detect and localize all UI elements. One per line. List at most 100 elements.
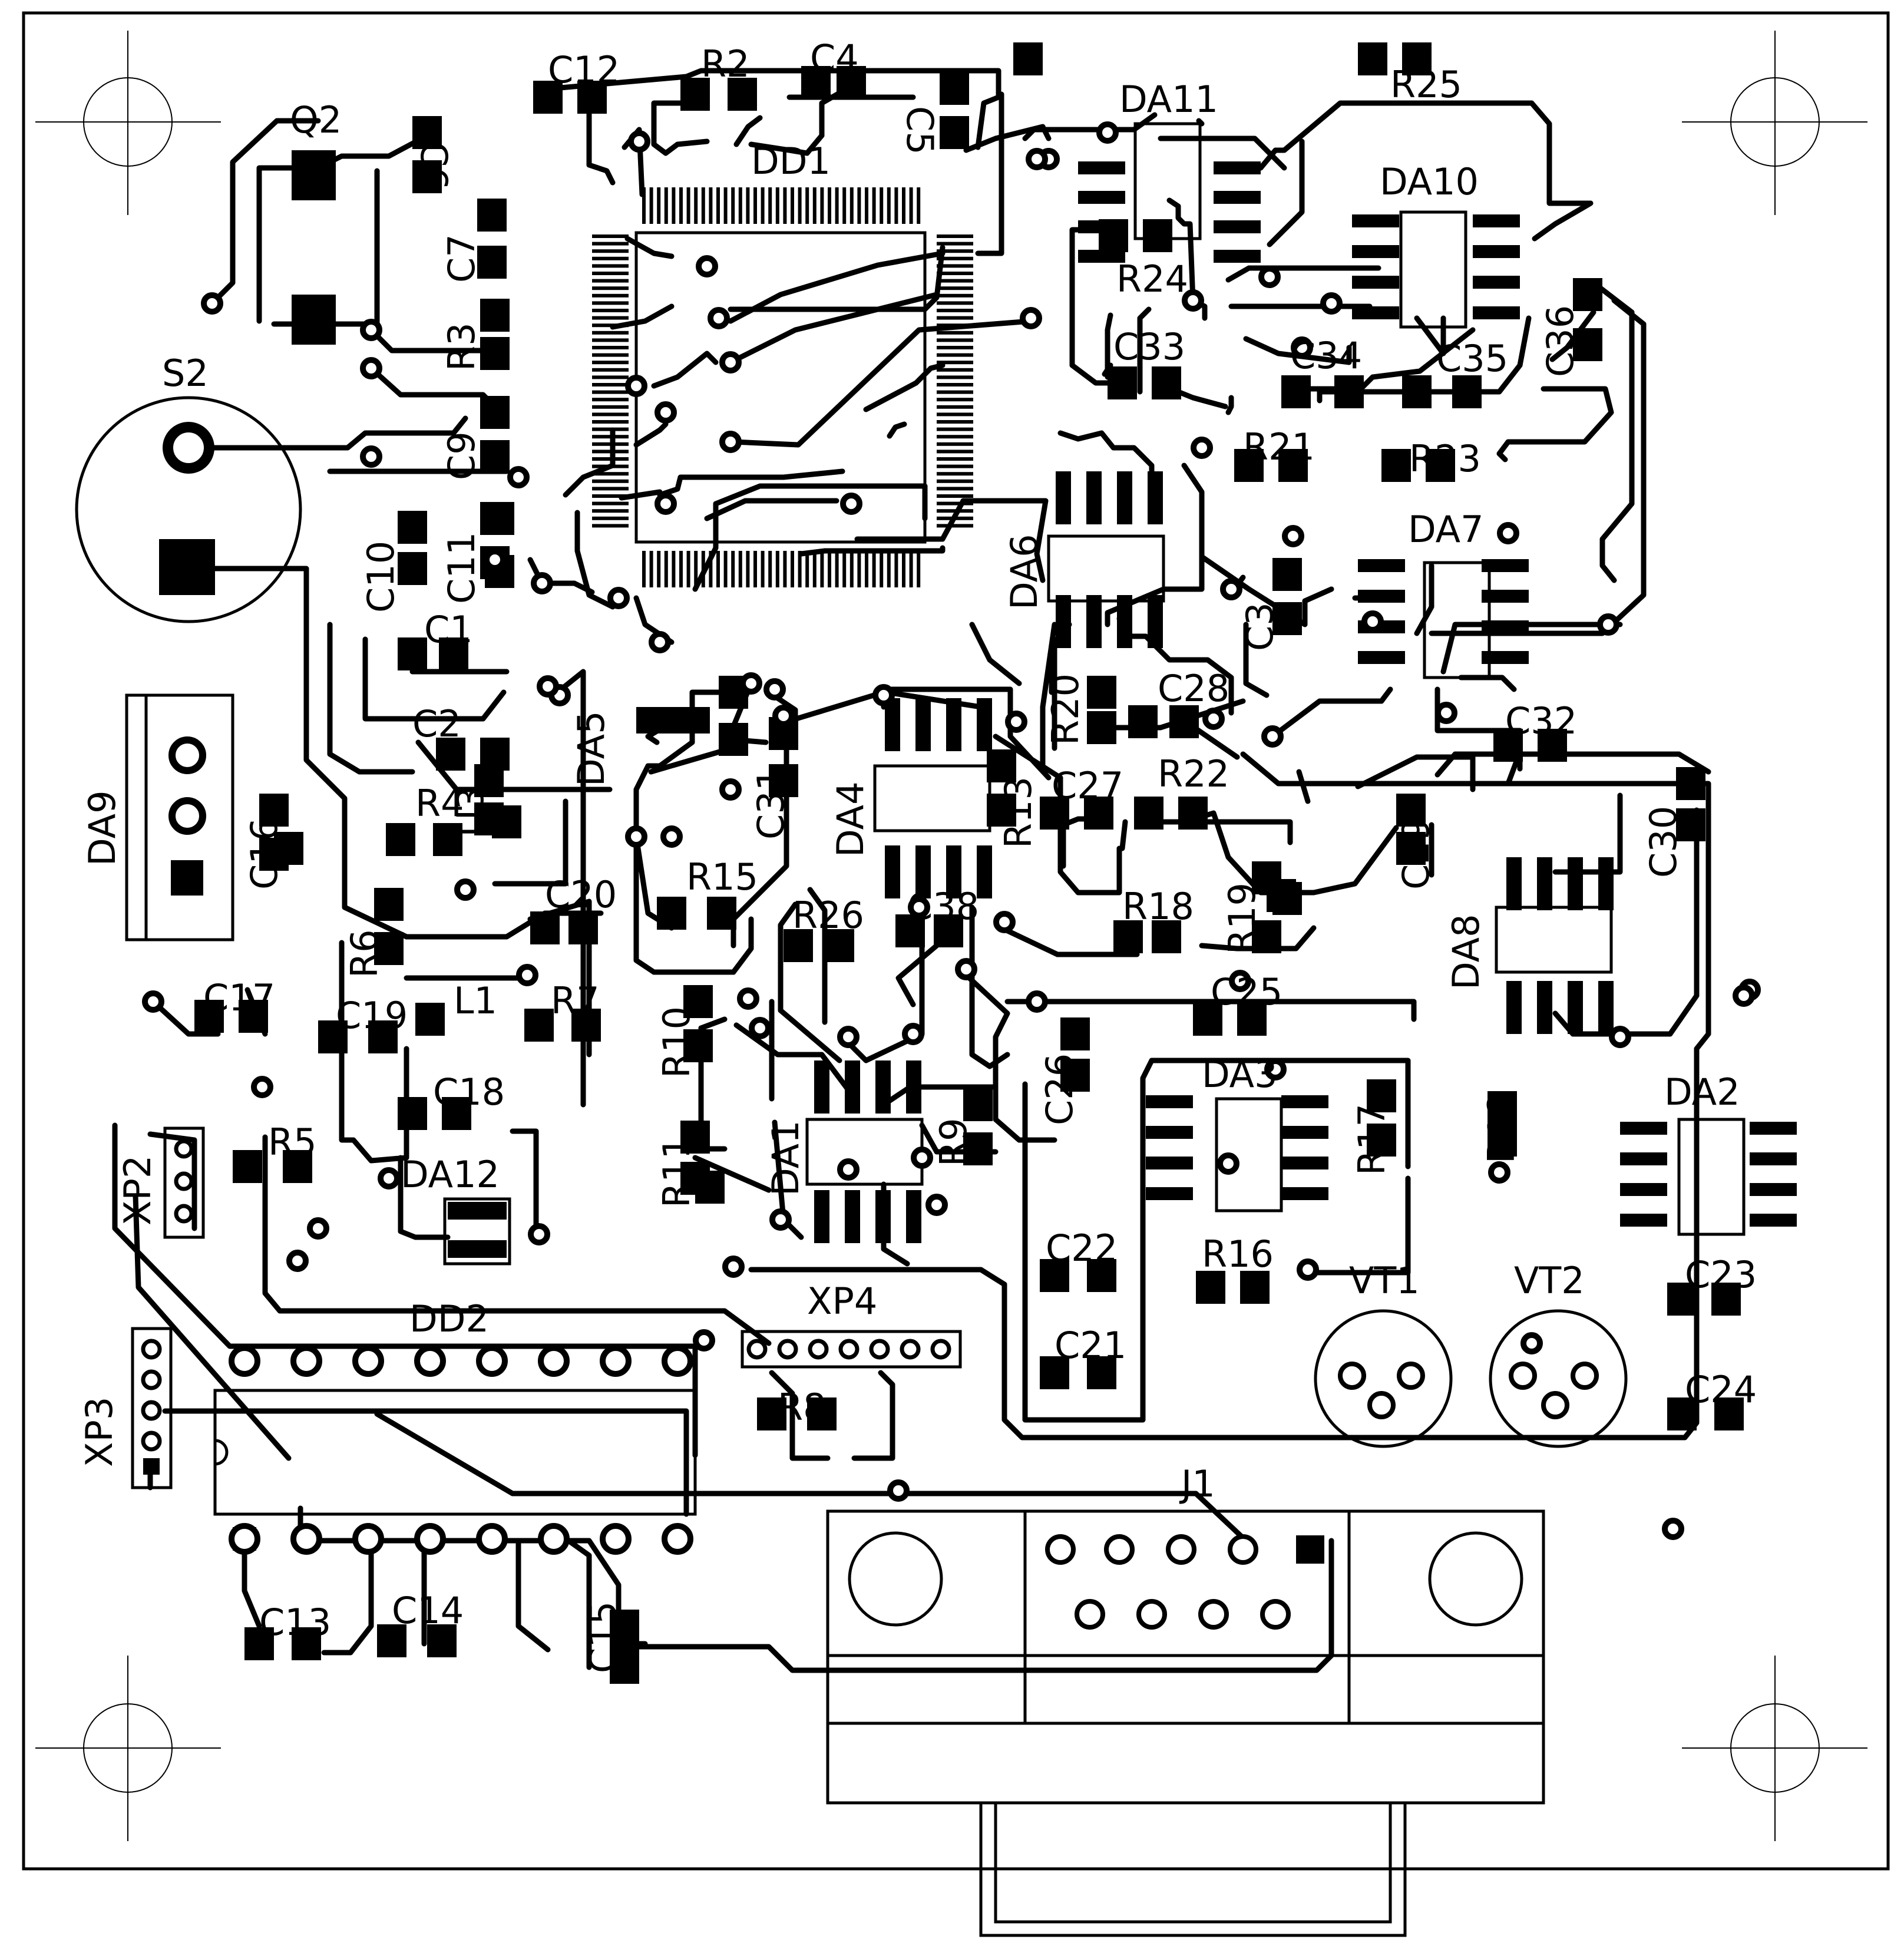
via xyxy=(696,255,718,277)
label-R8: R8 xyxy=(778,1386,827,1429)
qfp-pin xyxy=(592,479,629,483)
qfp-pin xyxy=(937,420,973,424)
q2-pad xyxy=(292,295,336,345)
smd-pad xyxy=(1334,375,1364,408)
smd-pad xyxy=(707,897,736,930)
via xyxy=(1005,711,1027,733)
qfp-pin xyxy=(592,353,629,357)
label-C25: C25 xyxy=(1211,970,1282,1013)
soic-pin xyxy=(1482,651,1529,664)
to220-pin xyxy=(168,797,206,835)
qfp-pin xyxy=(686,551,690,587)
qfp-pin xyxy=(917,187,921,224)
qfp-pin xyxy=(937,361,973,365)
via xyxy=(740,672,762,695)
label-DD2: DD2 xyxy=(409,1297,489,1340)
qfp-pin xyxy=(709,551,713,587)
soic-pin xyxy=(1537,981,1552,1034)
qfp-pin xyxy=(828,187,831,224)
soic-pin xyxy=(1352,245,1399,258)
qfp-pin xyxy=(937,412,973,417)
label-R6: R6 xyxy=(343,929,386,978)
dip-pin xyxy=(538,1523,570,1555)
via xyxy=(1202,708,1225,730)
qfp-pin xyxy=(738,551,742,587)
via xyxy=(719,351,742,374)
smd-pad xyxy=(728,78,757,111)
dip-pin xyxy=(290,1345,322,1377)
db9-pin xyxy=(1136,1599,1167,1630)
via xyxy=(660,825,683,848)
via xyxy=(1020,307,1042,329)
smd-pad xyxy=(1087,711,1116,744)
smd-pad xyxy=(398,552,427,585)
smd-pad xyxy=(987,794,1016,827)
via xyxy=(993,911,1016,933)
qfp-pin xyxy=(791,187,794,224)
smd-pad xyxy=(480,337,510,370)
soic-pin xyxy=(1358,559,1405,572)
vias xyxy=(141,121,1761,1630)
via xyxy=(454,878,477,901)
qfp-pin xyxy=(849,551,854,587)
label-VT1: VT1 xyxy=(1349,1259,1420,1302)
dip-pin xyxy=(662,1345,693,1377)
via xyxy=(902,1023,924,1045)
soic-pin xyxy=(1473,214,1520,227)
smd-pad xyxy=(934,914,963,947)
smd-pad xyxy=(683,1029,713,1062)
smd-pad xyxy=(398,1097,427,1130)
smd-pad xyxy=(1013,42,1043,75)
dip-pin xyxy=(600,1523,632,1555)
sot-pad xyxy=(448,1202,507,1220)
smd-pad xyxy=(1367,1124,1396,1157)
soic-pin xyxy=(1620,1214,1667,1227)
qfp-pin xyxy=(812,187,817,224)
smd-pad xyxy=(1143,219,1172,252)
sot-pad xyxy=(636,707,710,734)
smd-pad xyxy=(1281,375,1311,408)
header-pin xyxy=(174,1171,194,1191)
label-DA6: DA6 xyxy=(1003,534,1046,610)
reference-designators: Q2 C6 C7 R3 S2 C9 C10 C11 C12 R2 C4 C5 D… xyxy=(78,37,1757,1673)
smd-pad xyxy=(1040,1259,1069,1292)
soic-pin xyxy=(1473,276,1520,289)
label-C6: C6 xyxy=(412,141,455,190)
soic-pin xyxy=(875,1190,891,1243)
soic-pin xyxy=(1750,1152,1797,1165)
via xyxy=(528,1223,550,1245)
qfp-pin xyxy=(738,187,742,224)
soic-pin xyxy=(915,845,931,898)
smd-pad xyxy=(807,1397,837,1430)
label-C24: C24 xyxy=(1685,1368,1757,1411)
qfp-pin xyxy=(887,187,891,224)
via xyxy=(772,705,795,727)
via xyxy=(763,678,786,701)
via xyxy=(1291,336,1313,359)
qfp-pin xyxy=(917,551,921,587)
qfp-pin xyxy=(592,412,629,417)
qfp-pin xyxy=(768,187,772,224)
label-R25: R25 xyxy=(1390,63,1462,106)
soic-pin xyxy=(915,698,931,751)
smd-pad xyxy=(386,823,415,856)
qfp-pin xyxy=(937,427,973,431)
smd-pad xyxy=(683,985,713,1018)
to220-pin xyxy=(168,736,206,774)
label-C36: C36 xyxy=(1539,305,1582,377)
label-R26: R26 xyxy=(792,894,864,937)
qfp-pin xyxy=(657,551,661,587)
smd-pad xyxy=(412,160,442,193)
soic-pin xyxy=(845,1190,860,1243)
smd-pad xyxy=(1237,1003,1267,1036)
qfp-pin xyxy=(937,450,973,454)
qfp-pin xyxy=(592,450,629,454)
label-C38: C38 xyxy=(907,885,979,928)
qfp-pin xyxy=(937,398,973,402)
header-pin xyxy=(174,1139,194,1159)
soic-pin xyxy=(1146,1126,1193,1139)
qfp-pin xyxy=(937,487,973,491)
soic-pin xyxy=(1568,981,1583,1034)
component-pads xyxy=(143,42,1797,1684)
